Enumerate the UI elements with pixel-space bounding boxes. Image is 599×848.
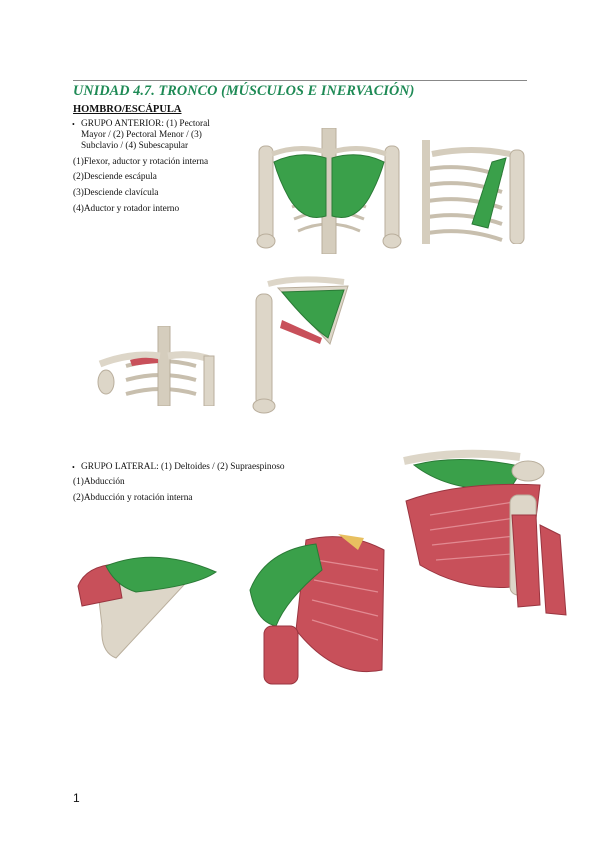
subclavius-figure-icon — [96, 326, 216, 406]
pectoral-minor-figure-icon — [422, 140, 528, 244]
anterior-action-4: (4)Aductor y rotador interno — [73, 204, 180, 214]
deltoid-figure-icon — [246, 530, 390, 686]
shoulder-posterior-figure-icon — [400, 445, 570, 617]
section-heading: HOMBRO/ESCÁPULA — [73, 104, 182, 115]
bullet-icon: • — [72, 463, 75, 472]
lateral-action-2: (2)Abducción y rotación interna — [73, 493, 193, 503]
lateral-action-1: (1)Abducción — [73, 477, 125, 487]
lateral-group-heading: • GRUPO LATERAL: (1) Deltoides / (2) Sup… — [72, 462, 285, 472]
page-title: UNIDAD 4.7. TRONCO (MÚSCULOS E INERVACIÓ… — [73, 83, 415, 99]
page-number: 1 — [73, 791, 80, 805]
anterior-group-heading: • GRUPO ANTERIOR: (1) Pectoral Mayor / (… — [72, 119, 210, 152]
supraspinatus-figure-icon — [76, 546, 224, 664]
header-rule — [73, 80, 527, 81]
anterior-action-3: (3)Desciende clavícula — [73, 188, 159, 198]
anterior-action-2: (2)Desciende escápula — [73, 172, 157, 182]
pectoral-major-figure-icon — [254, 128, 404, 254]
anterior-action-1: (1)Flexor, aductor y rotación interna — [73, 157, 209, 167]
subscapularis-figure-icon — [248, 274, 352, 414]
bullet-icon: • — [72, 120, 75, 129]
